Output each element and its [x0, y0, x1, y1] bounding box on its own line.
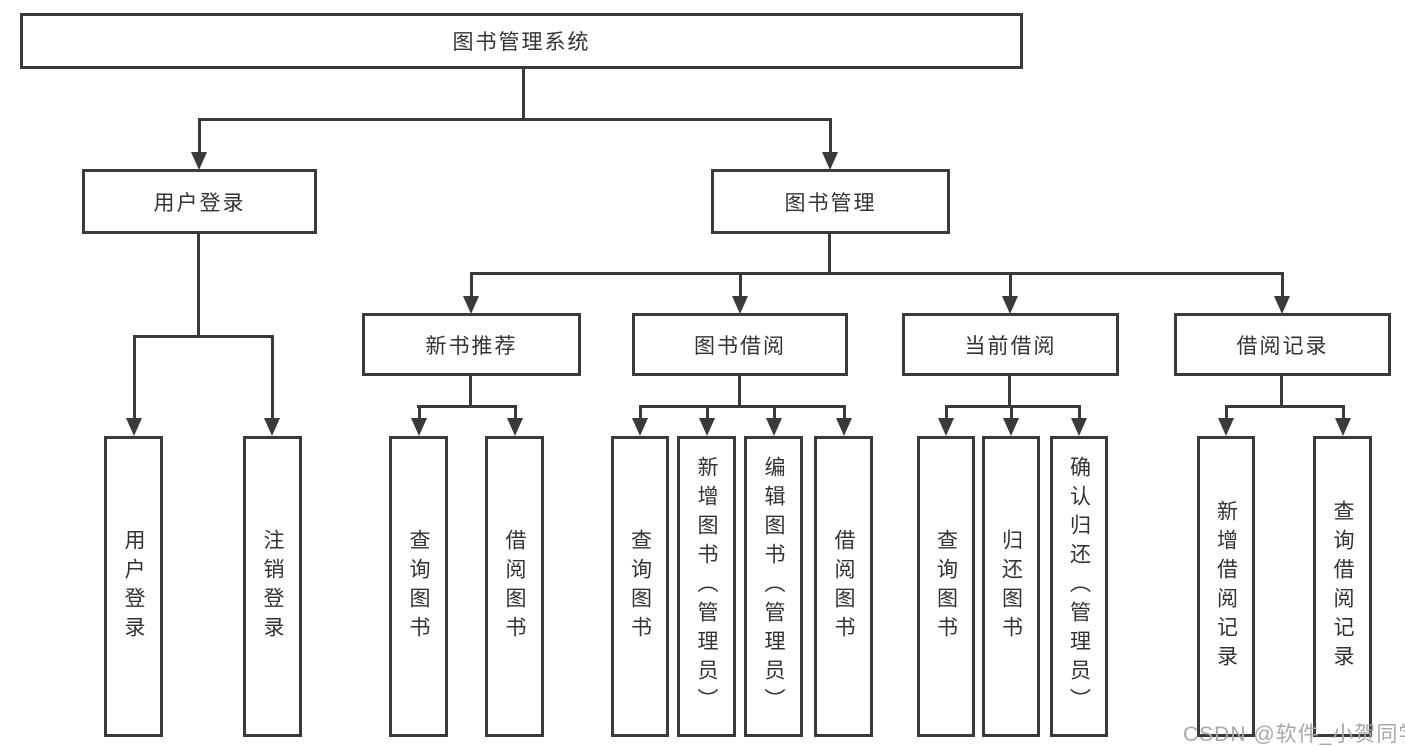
- arrow-down-icon: [766, 418, 782, 436]
- connector-user-login-stem: [197, 233, 200, 337]
- arrow-down-icon: [1335, 418, 1351, 436]
- connector-arrow-to-user-login: [191, 118, 207, 170]
- connector-user-login-bar: [134, 335, 273, 338]
- arrow-down-icon: [1218, 418, 1234, 436]
- arrow-down-icon: [463, 296, 479, 314]
- connector-arrow-to-new-book: [463, 272, 479, 314]
- connector-book-mgmt-bar: [471, 272, 1282, 275]
- arrow-down-icon: [1003, 418, 1019, 436]
- leaf-label: 查询图书: [628, 528, 652, 645]
- connector-book-borrow-stem: [738, 375, 741, 407]
- leaf-query-borrow-record: 查询借阅记录: [1313, 436, 1372, 737]
- connector-arrow-leaf: [507, 405, 523, 436]
- arrow-down-icon: [1002, 296, 1018, 314]
- leaf-query-books-recommend: 查询图书: [389, 436, 448, 737]
- leaf-add-books-admin: 新增图书（管理员）: [677, 436, 736, 737]
- node-label: 用户登录: [153, 191, 246, 215]
- leaf-label: 新增借阅记录: [1214, 499, 1238, 674]
- leaf-label: 查询图书: [407, 528, 430, 645]
- connector-arrow-to-borrow-records: [1274, 272, 1290, 314]
- connector-arrow-leaf: [1218, 405, 1234, 436]
- connector-arrow-to-leaf-logout: [264, 335, 280, 436]
- arrow-down-icon: [938, 418, 954, 436]
- connector-borrow-records-stem: [1280, 375, 1283, 407]
- node-book-management: 图书管理: [711, 169, 950, 234]
- connector-arrow-leaf: [1003, 405, 1019, 436]
- node-borrow-records: 借阅记录: [1174, 313, 1391, 376]
- node-label: 借阅记录: [1236, 334, 1329, 358]
- connector-arrow-to-leaf-login: [126, 335, 142, 436]
- connector-arrow-to-current-borrow: [1002, 272, 1018, 314]
- node-label: 新书推荐: [425, 334, 518, 358]
- connector-arrow-leaf: [1335, 405, 1351, 436]
- leaf-add-borrow-record: 新增借阅记录: [1197, 436, 1255, 737]
- leaf-logout: 注销登录: [243, 436, 302, 737]
- leaf-label: 确认归还（管理员）: [1067, 456, 1091, 717]
- node-label: 图书管理系统: [452, 31, 591, 54]
- connector-arrow-leaf: [632, 405, 648, 436]
- arrow-down-icon: [411, 418, 427, 436]
- connector-root-bar: [199, 118, 831, 121]
- leaf-label: 查询图书: [934, 528, 958, 645]
- connector-arrow-leaf: [1071, 405, 1087, 436]
- leaf-edit-books-admin: 编辑图书（管理员）: [744, 436, 803, 737]
- connector-arrow-leaf: [411, 405, 427, 436]
- arrow-down-icon: [699, 418, 715, 436]
- leaf-label: 编辑图书（管理员）: [762, 456, 785, 717]
- leaf-borrow-books: 借阅图书: [814, 436, 873, 737]
- node-user-login: 用户登录: [82, 169, 317, 234]
- node-label: 图书借阅: [694, 334, 786, 358]
- connector-arrow-to-book-management: [822, 118, 838, 170]
- node-current-borrow: 当前借阅: [902, 313, 1119, 376]
- leaf-borrow-books-recommend: 借阅图书: [485, 436, 544, 737]
- connector-new-book-bar: [417, 405, 516, 408]
- connector-arrow-to-book-borrow: [732, 272, 748, 314]
- arrow-down-icon: [632, 418, 648, 436]
- leaf-label: 查询借阅记录: [1331, 499, 1354, 674]
- leaf-label: 借阅图书: [832, 528, 855, 645]
- connector-book-mgmt-stem: [828, 233, 831, 274]
- connector-arrow-leaf: [699, 405, 715, 436]
- leaf-query-books-current: 查询图书: [917, 436, 975, 737]
- arrow-down-icon: [126, 418, 142, 436]
- connector-arrow-leaf: [766, 405, 782, 436]
- connector-arrow-leaf: [836, 405, 852, 436]
- leaf-confirm-return-admin: 确认归还（管理员）: [1050, 436, 1108, 737]
- leaf-label: 新增图书（管理员）: [695, 456, 718, 717]
- connector-current-borrow-stem: [1008, 375, 1011, 407]
- leaf-label: 注销登录: [261, 528, 284, 645]
- arrow-down-icon: [1274, 296, 1290, 314]
- connector-root-stem: [522, 68, 525, 120]
- connector-arrow-leaf: [938, 405, 954, 436]
- node-book-borrow: 图书借阅: [632, 313, 848, 376]
- connector-new-book-stem: [469, 375, 472, 407]
- leaf-return-books: 归还图书: [982, 436, 1040, 737]
- node-root-library-system: 图书管理系统: [20, 13, 1023, 69]
- arrow-down-icon: [822, 152, 838, 170]
- leaf-label: 归还图书: [999, 528, 1023, 645]
- leaf-label: 借阅图书: [503, 528, 526, 645]
- arrow-down-icon: [836, 418, 852, 436]
- csdn-watermark: CSDN @软件_小贺同学: [1183, 723, 1405, 746]
- arrow-down-icon: [507, 418, 523, 436]
- node-new-book-recommend: 新书推荐: [362, 313, 581, 376]
- arrow-down-icon: [264, 418, 280, 436]
- arrow-down-icon: [732, 296, 748, 314]
- leaf-query-books-borrow: 查询图书: [611, 436, 669, 737]
- connector-borrow-records-bar: [1226, 405, 1343, 408]
- leaf-user-login: 用户登录: [104, 436, 163, 737]
- node-label: 图书管理: [784, 191, 877, 215]
- connector-current-borrow-bar: [946, 405, 1079, 408]
- arrow-down-icon: [191, 152, 207, 170]
- arrow-down-icon: [1071, 418, 1087, 436]
- leaf-label: 用户登录: [122, 528, 145, 645]
- node-label: 当前借阅: [964, 334, 1057, 358]
- connector-book-borrow-bar: [640, 405, 844, 408]
